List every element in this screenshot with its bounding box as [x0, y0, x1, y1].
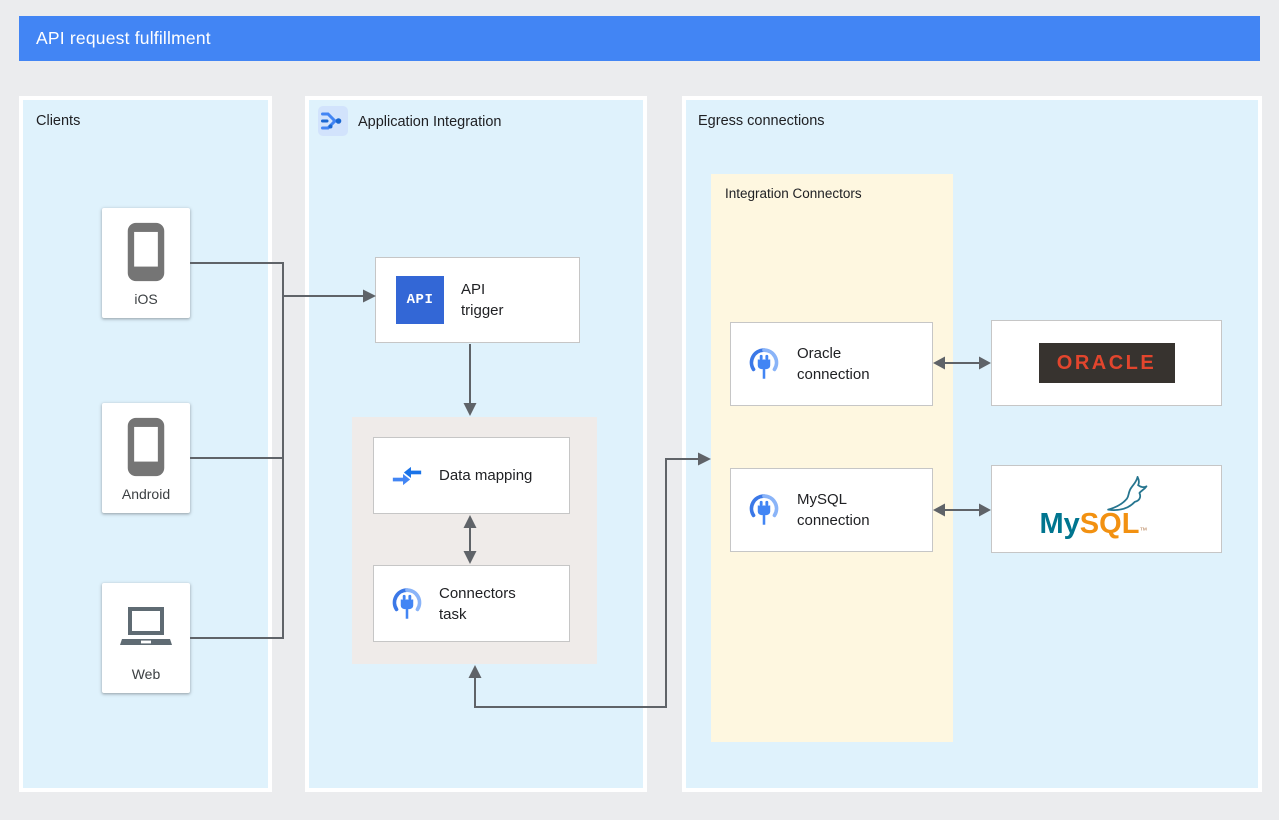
connectors-plug-icon [392, 587, 422, 619]
mysql-logo-sql: SQL [1079, 508, 1140, 540]
smartphone-icon [127, 417, 165, 477]
mysql-logo-card: MySQL™ [991, 465, 1222, 553]
mysql-connection-node: MySQL connection [730, 468, 933, 552]
laptop-icon [120, 607, 172, 645]
integration-connectors-group [711, 174, 953, 742]
title-banner: API request fulfillment [19, 16, 1260, 61]
client-card-web: Web [102, 583, 190, 693]
api-trigger-node: API API trigger [375, 257, 580, 343]
connectors-task-label: Connectors task [439, 584, 516, 623]
mysql-logo-my: My [1039, 508, 1080, 540]
api-trigger-label: API trigger [461, 281, 504, 319]
client-card-android: Android [102, 403, 190, 513]
oracle-logo: ORACLE [1038, 343, 1175, 383]
diagram-title: API request fulfillment [36, 28, 211, 48]
application-integration-icon [318, 106, 348, 136]
mysql-logo: MySQL™ [1032, 473, 1182, 545]
client-card-ios: iOS [102, 208, 190, 318]
api-trigger-icon: API [396, 276, 444, 324]
connectors-plug-icon [749, 494, 779, 525]
mysql-connection-label: MySQL connection [797, 491, 870, 529]
client-label-web: Web [131, 666, 161, 682]
integration-connectors-title: Integration Connectors [725, 186, 862, 201]
clients-panel-title: Clients [36, 113, 81, 129]
mysql-logo-tm: ™ [1139, 526, 1148, 535]
data-mapping-icon [392, 466, 422, 485]
oracle-connection-label: Oracle connection [797, 345, 870, 383]
egress-connections-panel-title: Egress connections [698, 113, 825, 129]
client-label-android: Android [121, 486, 171, 502]
client-label-ios: iOS [134, 291, 158, 307]
smartphone-icon [127, 222, 165, 282]
oracle-logo-text: ORACLE [1056, 351, 1157, 374]
oracle-logo-card: ORACLE [991, 320, 1222, 406]
oracle-connection-node: Oracle connection [730, 322, 933, 406]
application-integration-panel-title: Application Integration [358, 114, 502, 130]
mysql-dolphin-icon [1106, 476, 1147, 511]
connectors-plug-icon [749, 348, 779, 379]
data-mapping-label: Data mapping [439, 467, 533, 484]
data-mapping-node: Data mapping [373, 437, 570, 514]
mysql-logo-text: MySQL™ [1040, 508, 1148, 541]
connectors-task-node: Connectors task [373, 565, 570, 642]
